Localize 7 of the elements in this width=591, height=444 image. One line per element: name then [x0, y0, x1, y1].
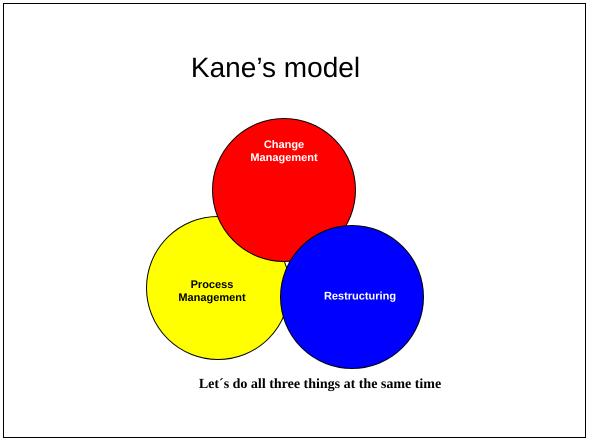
circle-label: Change Management	[249, 139, 319, 165]
venn-circle	[212, 118, 356, 262]
venn-circle	[280, 225, 424, 369]
circle-label: Restructuring	[322, 290, 398, 304]
caption-text: Let´s do all three things at the same time	[198, 377, 442, 393]
circle-label: Process Management	[177, 279, 247, 305]
slide-title: Kane’s model	[190, 52, 362, 84]
